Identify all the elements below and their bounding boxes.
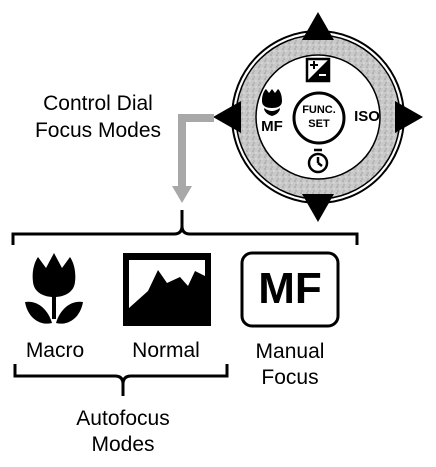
set-label: SET [308, 118, 330, 130]
manual-focus-label-line1: Manual [255, 340, 325, 363]
mf-box-text: MF [258, 264, 322, 313]
manual-focus-label-line2: Focus [261, 366, 319, 389]
arrow-up-icon[interactable] [302, 12, 334, 40]
callout-arrow [172, 114, 214, 203]
normal-label: Normal [132, 339, 200, 362]
macro-flower-icon [262, 89, 282, 116]
autofocus-label-line2: Modes [91, 433, 155, 456]
callout-label-line1: Control Dial [43, 92, 153, 115]
dial-mf-label: MF [261, 118, 283, 135]
macro-label: Macro [25, 339, 85, 362]
func-label: FUNC. [302, 104, 336, 116]
dial-iso-label: ISO [354, 108, 380, 125]
mf-box-icon [240, 251, 340, 328]
focus-modes-bracket [11, 210, 359, 245]
func-set-button[interactable] [292, 91, 346, 145]
mountain-landscape-icon [123, 253, 211, 326]
callout-label-line2: Focus Modes [34, 119, 162, 142]
self-timer-icon [307, 148, 329, 174]
macro-flower-icon [25, 253, 83, 324]
autofocus-label-line1: Autofocus [76, 407, 170, 430]
arrow-right-icon[interactable] [395, 101, 423, 133]
autofocus-bracket [13, 364, 229, 396]
arrow-down-icon[interactable] [302, 194, 334, 222]
exposure-compensation-icon [305, 57, 331, 83]
arrow-left-icon[interactable] [213, 101, 241, 133]
